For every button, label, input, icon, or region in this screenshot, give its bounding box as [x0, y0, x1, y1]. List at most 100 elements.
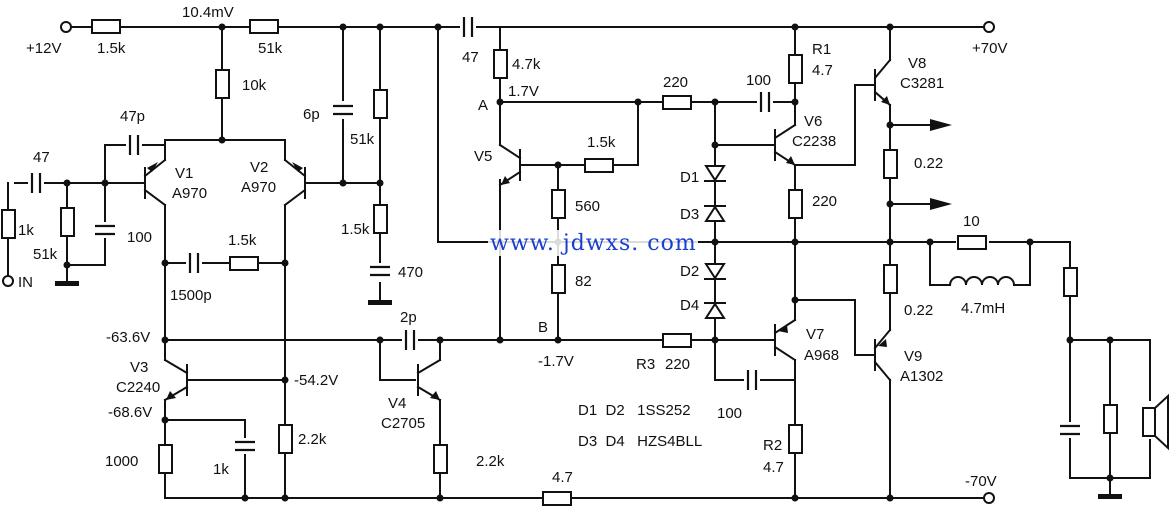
label-d1: D1 [680, 169, 699, 186]
output-arrows [930, 119, 952, 210]
label-r-10k: 10k [242, 77, 267, 94]
label-c-470: 470 [398, 264, 423, 281]
transistor-v4 [416, 358, 442, 402]
label-r-10: 10 [963, 213, 980, 230]
label-c-47-in: 47 [33, 149, 50, 166]
capacitor-6p [330, 102, 356, 118]
label-v6-type: C2238 [792, 133, 836, 150]
label-r-51k-in: 51k [33, 246, 58, 263]
resistor-560 [551, 189, 566, 219]
transistor-v9 [873, 328, 892, 382]
ground-symbol [1098, 494, 1122, 499]
capacitor-2p [402, 327, 418, 353]
transistor-v8 [873, 58, 892, 107]
wires [7, 26, 1151, 499]
resistor-220-mid [788, 189, 803, 219]
resistor-load-1110 [1103, 404, 1118, 434]
label-r-4-7-bottom: 4.7 [552, 469, 573, 486]
resistor-0-22-b [883, 264, 898, 294]
label-l-4-7mh: 4.7mH [961, 300, 1005, 317]
label-v8-type: C3281 [900, 75, 944, 92]
capacitor-load [1057, 422, 1083, 438]
label-v2-type: A970 [241, 179, 276, 196]
label-r-220-mid: 220 [812, 193, 837, 210]
label-r1: R1 [812, 41, 831, 58]
label-diode-parts-2: D3 D4 HZS4BLL [578, 433, 702, 450]
label-node-b: B [538, 319, 548, 336]
label-in: IN [18, 274, 33, 291]
resistor-10 [957, 235, 987, 250]
label-v1: V1 [175, 165, 193, 182]
junctions [63, 23, 1114, 502]
resistor-r1-4-7 [788, 54, 803, 84]
resistor-2-2k-b [433, 444, 448, 474]
terminal-plus70 [983, 21, 995, 33]
transistor-v1 [139, 158, 167, 207]
label-r-1k-in: 1k [18, 222, 34, 239]
label-minus70v: -70V [965, 473, 997, 490]
label-r-1-5k-v5: 1.5k [587, 134, 616, 151]
capacitors [28, 14, 1083, 454]
label-v7-type: A968 [804, 347, 839, 364]
transistors [139, 58, 892, 402]
resistor-82 [551, 264, 566, 294]
label-v-minus68-6: -68.6V [108, 404, 152, 421]
label-c-100-top: 100 [746, 72, 771, 89]
capacitor-1k [232, 438, 258, 454]
resistor-51k-top [249, 19, 279, 34]
resistor-load-1070 [1063, 267, 1078, 297]
resistor-10k [215, 69, 230, 99]
label-v4: V4 [388, 395, 406, 412]
label-r-1-5k-fb: 1.5k [341, 221, 370, 238]
resistor-r2-4-7 [788, 424, 803, 454]
resistor-4-7k [493, 49, 508, 79]
resistor-220-top [662, 95, 692, 110]
label-node-a: A [478, 97, 488, 114]
label-c-1500p: 1500p [170, 287, 212, 304]
transistor-v2 [283, 158, 307, 207]
label-d3: D3 [680, 206, 699, 223]
label-c-100-in: 100 [127, 229, 152, 246]
label-r2-value: 4.7 [763, 459, 784, 476]
label-r-4-7k: 4.7k [512, 56, 541, 73]
label-plus70v: +70V [972, 40, 1007, 57]
capacitor-47-in [28, 170, 44, 196]
label-r-0-22-b: 0.22 [904, 302, 933, 319]
diodes [704, 165, 726, 319]
transistor-v7 [773, 318, 797, 362]
label-v-minus63-6: -63.6V [106, 329, 150, 346]
label-v9-type: A1302 [900, 368, 943, 385]
resistor-1-5k-fb [373, 204, 388, 234]
resistor-1-5k-input [91, 19, 121, 34]
capacitor-100-top [757, 89, 773, 115]
label-c-6p: 6p [303, 106, 320, 123]
ground-symbol [55, 281, 79, 286]
label-plus12v: +12V [26, 40, 61, 57]
label-v3-type: C2240 [116, 379, 160, 396]
label-v7: V7 [806, 326, 824, 343]
label-r-220-top: 220 [663, 74, 688, 91]
resistor-1000 [158, 444, 173, 474]
label-v5: V5 [474, 148, 492, 165]
label-v4-type: C2705 [381, 415, 425, 432]
label-r-1-5k-input: 1.5k [97, 40, 126, 57]
terminals [2, 21, 995, 504]
resistor-51k-fb [373, 89, 388, 119]
resistors [1, 19, 1118, 506]
arrow-right-icon [930, 198, 952, 210]
diode-d3 [704, 205, 726, 222]
capacitor-47-top [460, 14, 476, 40]
label-r3-value: 220 [665, 356, 690, 373]
label-c-47p: 47p [120, 108, 145, 125]
labels: +12V 1.5k 10.4mV 51k 10k 47p 47 1k 51k 1… [18, 4, 1007, 490]
label-r-2-2k-b: 2.2k [476, 453, 505, 470]
resistor-1-5k-v5 [584, 158, 614, 173]
label-v-1-7: 1.7V [508, 83, 539, 100]
label-d4: D4 [680, 297, 699, 314]
label-r-51k-fb: 51k [350, 131, 375, 148]
label-v-minus54-2: -54.2V [294, 372, 338, 389]
label-v8: V8 [908, 55, 926, 72]
label-r-1000: 1000 [105, 453, 138, 470]
label-c-100-bottom: 100 [717, 405, 742, 422]
